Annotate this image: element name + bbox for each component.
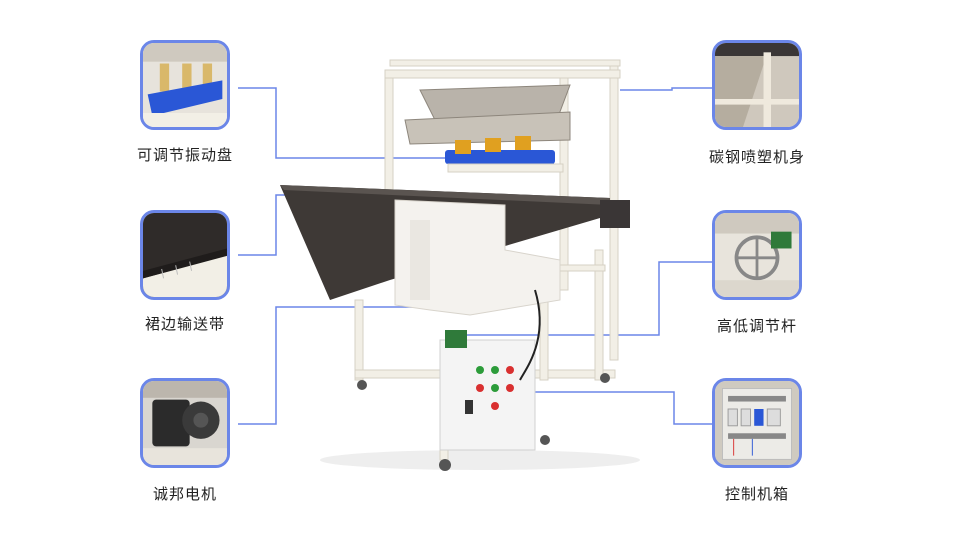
label-motor: 诚邦电机: [152, 485, 218, 503]
thumb-vibrating-tray: [140, 40, 230, 130]
thumb-height-lever: [712, 210, 802, 300]
vibrating-tray-parts: [445, 136, 564, 173]
label-height-lever: 高低调节杆: [716, 317, 798, 335]
thumb-motor: [140, 378, 230, 468]
label-vibrating-tray: 可调节振动盘: [136, 146, 234, 164]
label-control-box: 控制机箱: [724, 485, 790, 503]
thumb-control-box: [712, 378, 802, 468]
control-box-body: [439, 339, 536, 451]
thumb-skirt-conveyor: [140, 210, 230, 300]
thumb-steel-body: [712, 40, 802, 130]
label-steel-body: 碳钢喷塑机身: [708, 148, 806, 166]
machine-illustration: [280, 59, 640, 471]
label-skirt-conveyor: 裙边输送带: [144, 315, 226, 333]
